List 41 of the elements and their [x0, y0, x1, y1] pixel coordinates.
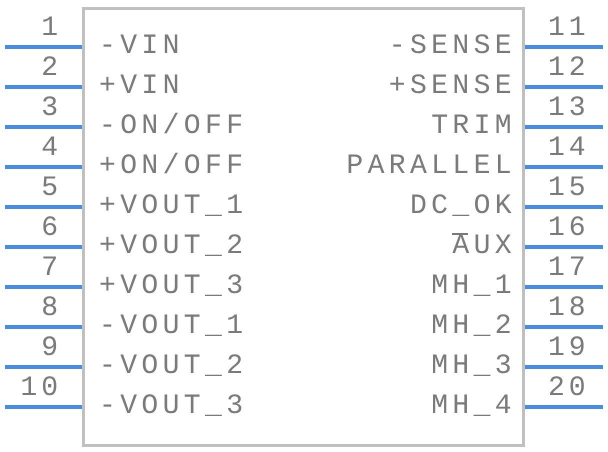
pin-number: 9 — [41, 334, 62, 364]
pin-number: 7 — [41, 254, 62, 284]
pin-number: 13 — [548, 94, 590, 124]
pin-name: -VOUT_3 — [99, 391, 248, 423]
pin-name: +SENSE — [388, 71, 516, 103]
pin-number: 1 — [41, 14, 62, 44]
pin-number: 14 — [548, 134, 590, 164]
pin-name: +ON/OFF — [99, 151, 248, 183]
pin-number: 5 — [41, 174, 62, 204]
pin-number: 17 — [548, 254, 590, 284]
pin-number: 10 — [20, 374, 62, 404]
pin-number: 6 — [41, 214, 62, 244]
pin-number: 3 — [41, 94, 62, 124]
pin-number: 2 — [41, 54, 62, 84]
pin-name: -VOUT_2 — [99, 351, 248, 383]
pin-name: DC_OK — [410, 191, 516, 223]
pin-number: 19 — [548, 334, 590, 364]
pin-name: TRIM — [431, 111, 516, 143]
pin-name: -VOUT_1 — [99, 311, 248, 343]
pin-number: 16 — [548, 214, 590, 244]
pin-number: 8 — [41, 294, 62, 324]
pin-number: 15 — [548, 174, 590, 204]
pin-name: MH_2 — [431, 311, 516, 343]
pin-name: -SENSE — [388, 31, 516, 63]
chip-body — [82, 7, 525, 447]
pin-name: MH_3 — [431, 351, 516, 383]
pin-name: MH_1 — [431, 271, 516, 303]
pin-number: 20 — [548, 374, 590, 404]
pin-name: -VIN — [99, 31, 184, 63]
pin-number: 4 — [41, 134, 62, 164]
pin-name: +VIN — [99, 71, 184, 103]
pin-number: 18 — [548, 294, 590, 324]
pin-name: +VOUT_1 — [99, 191, 248, 223]
pin-number: 11 — [548, 14, 590, 44]
pin-name: AUX — [452, 231, 516, 263]
pin-name: -ON/OFF — [99, 111, 248, 143]
pin-name: +VOUT_2 — [99, 231, 248, 263]
pin-name: MH_4 — [431, 391, 516, 423]
pin-number: 12 — [548, 54, 590, 84]
pin-name: PARALLEL — [346, 151, 516, 183]
pin-name: +VOUT_3 — [99, 271, 248, 303]
